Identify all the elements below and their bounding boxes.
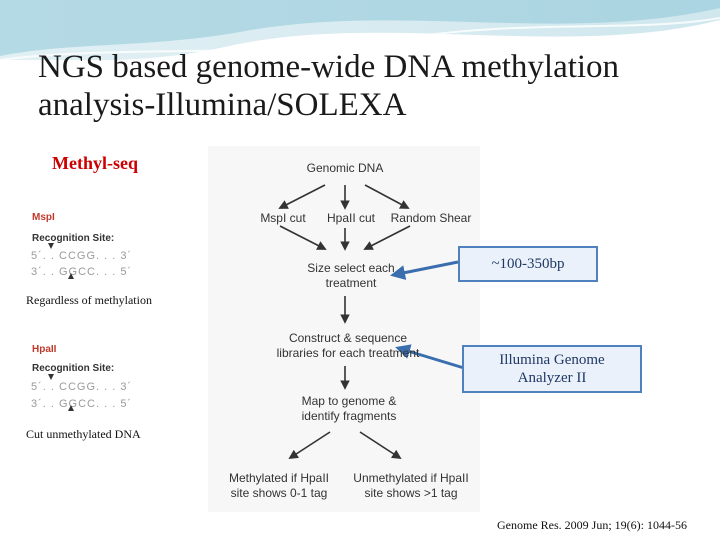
recognition-site-label: Recognition Site: (32, 233, 115, 244)
node-size-select: Size select each treatment (292, 261, 410, 291)
node-construct-line1: Construct & sequence (288, 331, 408, 345)
node-unmethylated-result: Unmethylated if HpaII site shows >1 tag (344, 471, 478, 501)
method-label: Methyl-seq (52, 153, 138, 173)
title-line-1: NGS based genome-wide DNA methylation (38, 49, 620, 85)
title-line-2: analysis-Illumina/SOLEXA (38, 87, 407, 123)
sequence-top-strand: 5´. . CCGG. . . 3´ (31, 381, 133, 393)
callout-instrument-line1: Illumina Genome (499, 352, 605, 368)
hpaii-top-cut-arrow (48, 374, 54, 380)
node-map-line2: identify fragments (301, 409, 397, 423)
node-construct-libraries: Construct & sequence libraries for each … (262, 331, 434, 361)
node-size-select-line2: treatment (325, 276, 377, 290)
sequence-bottom-strand: 3´. . GGCC. . . 5´ (31, 398, 133, 410)
header-banner (0, 0, 720, 60)
sequence-top-strand: 5´. . CCGG. . . 3´ (31, 250, 133, 262)
node-unmethylated-line2: site shows >1 tag (364, 486, 458, 500)
node-hpaii-cut: HpaII cut (326, 211, 376, 225)
citation: Genome Res. 2009 Jun; 19(6): 1044-56 (497, 518, 687, 532)
node-methylated-line2: site shows 0-1 tag (230, 486, 328, 500)
enzyme-name: HpaII (32, 344, 57, 355)
sequence-bottom-strand: 3´. . GGCC. . . 5´ (31, 266, 133, 278)
node-size-select-line1: Size select each (307, 261, 395, 275)
node-random-shear: Random Shear (390, 211, 472, 225)
node-map-line1: Map to genome & (301, 394, 397, 408)
enzyme-note: Cut unmethylated DNA (26, 427, 141, 441)
callout-instrument: Illumina Genome Analyzer II (462, 345, 642, 393)
enzyme-note: Regardless of methylation (26, 293, 152, 307)
slide-title: NGS based genome-wide DNA methylation an… (38, 48, 708, 124)
node-map-genome: Map to genome & identify fragments (286, 394, 412, 424)
callout-size-range: ~100-350bp (458, 246, 598, 282)
node-mspi-cut: MspI cut (260, 211, 306, 225)
callout-instrument-text: Illumina Genome Analyzer II (499, 351, 604, 387)
recognition-site-label: Recognition Site: (32, 363, 115, 374)
node-unmethylated-line1: Unmethylated if HpaII (353, 471, 469, 485)
callout-instrument-line2: Analyzer II (517, 370, 587, 386)
flowchart-panel (208, 146, 480, 512)
node-methylated-line1: Methylated if HpaII (228, 471, 330, 485)
callout-size-range-text: ~100-350bp (491, 256, 565, 272)
node-methylated-result: Methylated if HpaII site shows 0-1 tag (212, 471, 346, 501)
enzyme-name: MspI (32, 212, 55, 223)
node-construct-line2: libraries for each treatment (276, 346, 420, 360)
node-genomic-dna: Genomic DNA (306, 161, 384, 175)
